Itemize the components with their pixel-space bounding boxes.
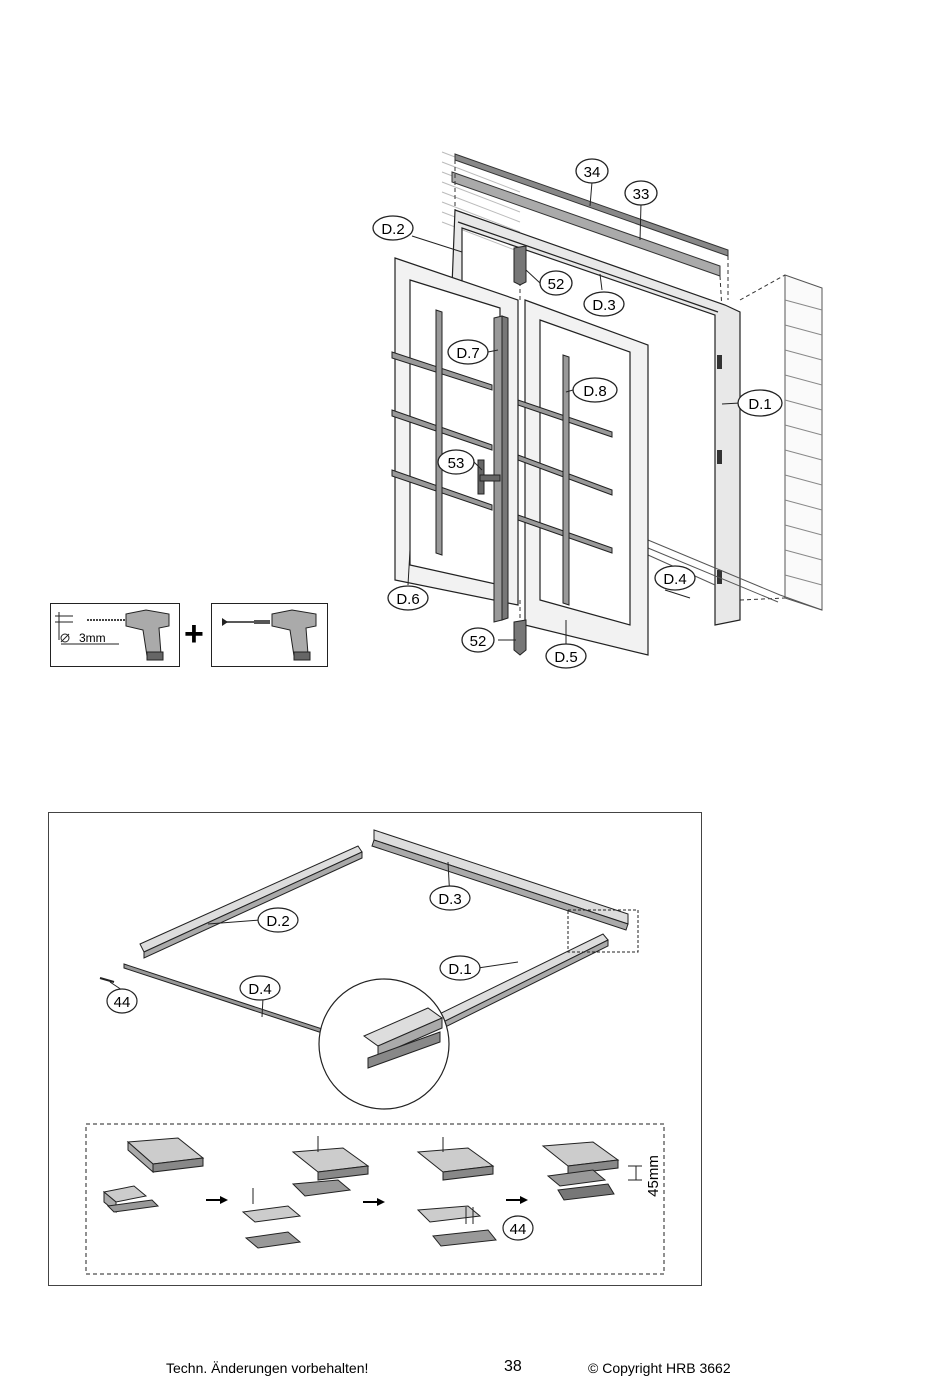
label-d4: D.4 [663,571,686,588]
door-assembly-diagram: 34 33 D.2 52 D.3 D.7 D.8 D.1 53 D.4 D.6 … [372,151,823,669]
drill-tool-box: 3mm [50,603,180,667]
frame-assembly-panel [48,812,702,1286]
label-d3: D.3 [592,297,615,314]
plus-sign: + [184,615,204,653]
footer-copyright: © Copyright HRB 3662 [588,1360,731,1376]
callout-44-bottom [106,988,138,1014]
drill-bit-size: 3mm [79,631,106,645]
label-d4-bottom: D.4 [248,981,271,998]
label-44-steps: 44 [510,1221,527,1238]
step-3 [416,1137,497,1247]
label-44-bottom: 44 [114,994,131,1011]
drill-bit-icon: 3mm [55,609,170,661]
wall-cladding [784,274,823,611]
callout-52-top [539,270,573,296]
callout-d2-bottom [257,907,299,933]
callout-44-steps [502,1215,534,1241]
label-53: 53 [448,455,465,472]
label-d6: D.6 [396,591,419,608]
top-bolt [513,245,527,286]
footer-disclaimer: Techn. Änderungen vorbehalten! [166,1360,369,1376]
callout-d1 [737,389,783,417]
label-d7: D.7 [456,345,479,362]
page-number: 38 [504,1358,522,1375]
label-34: 34 [584,164,601,181]
callout-34 [575,158,609,184]
rail-d2 [139,845,363,959]
callout-d8 [572,377,618,403]
frame-assembly-diagram: D.3 D.2 D.1 D.4 44 [85,829,665,1275]
callout-d4 [654,565,696,591]
callout-d5 [545,643,587,669]
detail-magnifier [318,978,450,1110]
callout-d6 [387,585,429,611]
callout-52-bottom [461,627,495,653]
label-52-top: 52 [548,276,565,293]
label-d2: D.2 [381,221,404,238]
bottom-bolt [513,619,527,656]
callout-d4-bottom [239,975,281,1001]
right-door-leaf [524,299,649,656]
label-d3-bottom: D.3 [438,891,461,908]
callout-d7 [447,339,489,365]
callout-33 [624,180,658,206]
callouts [372,158,783,669]
callout-d3-bottom [429,885,471,911]
step-1 [102,1137,205,1214]
door-handle [477,459,501,495]
screwdriver-icon [222,609,317,661]
label-d5: D.5 [554,649,577,666]
callout-53 [437,449,475,475]
astragal [493,315,509,623]
callout-d1-bottom [439,955,481,981]
label-d1-bottom: D.1 [448,961,471,978]
label-d8: D.8 [583,383,606,400]
steps-box [85,1123,665,1275]
callout-d2 [372,215,414,241]
rail-d3 [371,829,629,931]
dimension-label: 45mm [645,1155,662,1197]
label-33: 33 [633,186,650,203]
label-d1: D.1 [748,396,771,413]
callout-d3 [583,291,625,317]
step-4 [541,1141,642,1201]
label-52-bottom: 52 [470,633,487,650]
label-d2-bottom: D.2 [266,913,289,930]
screwdriver-tool-box [211,603,328,667]
step-2 [241,1136,370,1249]
